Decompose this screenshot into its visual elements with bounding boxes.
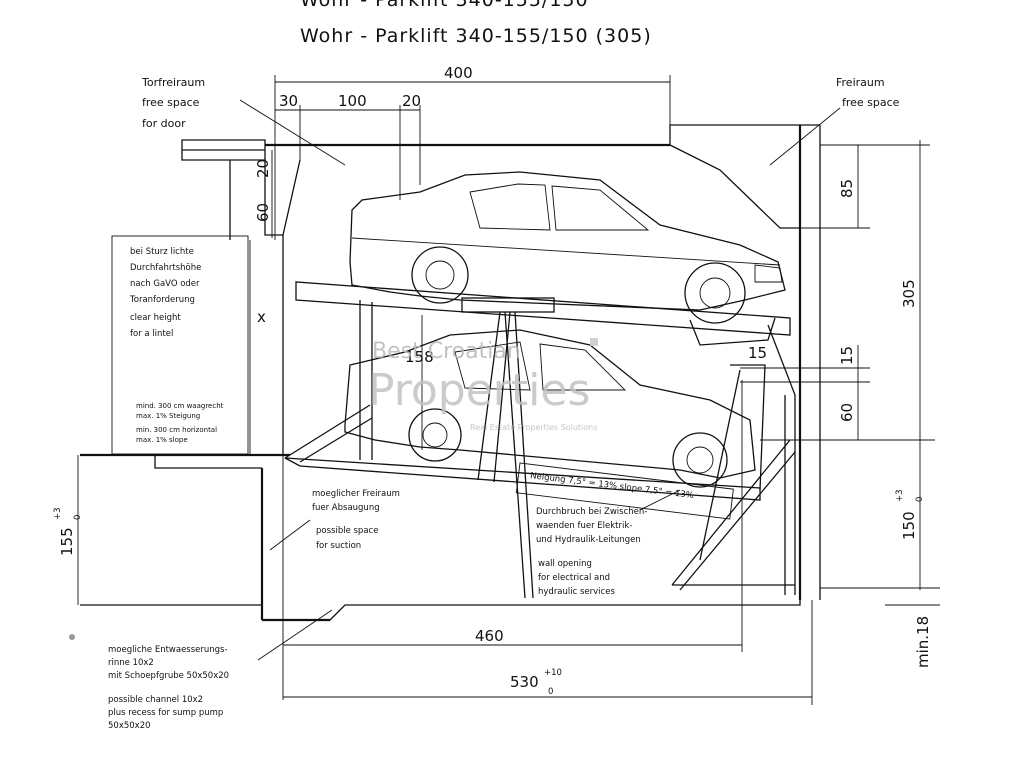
svg-text:wall opening: wall opening [538,559,592,569]
svg-text:Real Estate Properties Solutio: Real Estate Properties Solutions [470,423,597,432]
svg-text:Freiraum: Freiraum [836,76,885,89]
svg-text:moegliche Entwaesserungs-: moegliche Entwaesserungs- [108,645,228,655]
dim-60-side: 60 [254,203,272,222]
hydraulic-column [767,324,796,595]
svg-text:waenden fuer Elektrik-: waenden fuer Elektrik- [536,521,632,531]
label-free-space: Freiraum free space [769,76,900,166]
dim-x: x [257,308,266,326]
svg-text:free space: free space [842,96,900,109]
ramp-brace [284,404,373,463]
svg-text:Properties: Properties [368,365,590,416]
svg-text:Toranforderung: Toranforderung [129,295,195,305]
title-top-cut: Wohr - Parklift 340-155/150 [300,0,589,11]
svg-text:fuer Absaugung: fuer Absaugung [312,503,380,513]
label-suction: moeglicher Freiraum fuer Absaugung possi… [269,489,400,551]
svg-text:possible channel 10x2: possible channel 10x2 [108,695,203,705]
dim-15-small: 15 [748,344,767,362]
svg-text:max. 1% slope: max. 1% slope [136,436,188,444]
svg-text:nach GaVO oder: nach GaVO oder [130,279,200,289]
svg-text:rinne 10x2: rinne 10x2 [108,658,154,668]
dim-400: 400 [444,64,473,82]
svg-text:Neigung 7,5° = 13% slope 7,5: Neigung 7,5° = 13% slope 7,5° = 13% [530,471,695,501]
svg-text:clear height: clear height [130,313,181,323]
ground-step [154,455,262,469]
svg-text:for electrical and: for electrical and [538,573,610,583]
lower-platform [284,457,761,501]
dim-530-tol-up: +10 [544,668,562,678]
svg-text:Best Croatian: Best Croatian [372,339,521,364]
dim-530-tol-low: 0 [548,687,553,697]
upper-platform [295,281,791,336]
svg-text:und Hydraulik-Leitungen: und Hydraulik-Leitungen [536,535,641,545]
ceiling-beam [669,144,800,229]
dim-150: 150 [900,511,918,540]
dim-155-tol-up: +3 [53,507,63,520]
title-main: Wohr - Parklift 340-155/150 (305) [300,25,652,47]
ceiling-step [669,124,820,145]
label-door-space: Torfreiraum free space for door [141,76,346,166]
lower-car [344,329,756,488]
svg-text:mit Schoepfgrube 50x50x20: mit Schoepfgrube 50x50x20 [108,671,229,681]
dim-100: 100 [338,92,367,110]
svg-text:free space: free space [142,96,200,109]
dim-30: 30 [279,92,298,110]
svg-text:plus recess for sump pump: plus recess for sump pump [108,708,223,718]
svg-text:Durchbruch bei Zwischen-: Durchbruch bei Zwischen- [536,507,647,517]
pit-floor [329,600,801,621]
dim-15: 15 [838,346,856,365]
label-wall-opening: Durchbruch bei Zwischen- waenden fuer El… [536,489,681,597]
dim-530: 530 [510,673,539,691]
label-channel: moegliche Entwaesserungs- rinne 10x2 mit… [108,609,333,731]
svg-text:Durchfahrtshöhe: Durchfahrtshöhe [130,263,201,273]
upper-car [349,171,786,324]
svg-text:min. 300 cm horizontal: min. 300 cm horizontal [136,426,217,434]
dim-158: 158 [405,348,434,366]
dim-155-tol-low: 0 [73,515,83,520]
svg-text:possible space: possible space [316,526,378,536]
hydraulic-line [699,369,741,561]
dim-150-tol-low: 0 [915,497,925,502]
dim-460: 460 [475,627,504,645]
svg-text:mind. 300 cm waagrecht: mind. 300 cm waagrecht [136,402,224,410]
dim-20-top: 20 [402,92,421,110]
label-lintel: bei Sturz lichte Durchfahrtshöhe nach Ga… [111,235,249,455]
cross-beam [461,297,555,313]
door-lintel [264,159,301,236]
dim-150-tol-up: +3 [895,489,905,502]
dim-60-right: 60 [838,403,856,422]
watermark: Best Croatian Properties Real Estate Pro… [368,338,598,432]
cylinder [730,364,766,491]
post-left [359,300,373,460]
upper-arm [689,317,776,346]
svg-text:moeglicher Freiraum: moeglicher Freiraum [312,489,400,499]
svg-text:for door: for door [142,117,186,130]
diagonal-brace [671,439,796,591]
scan-smudge [69,634,75,640]
svg-text:for suction: for suction [316,541,361,551]
svg-text:max. 1% Steigung: max. 1% Steigung [136,412,200,420]
dim-85: 85 [838,179,856,198]
svg-text:hydraulic services: hydraulic services [538,587,615,597]
svg-text:50x50x20: 50x50x20 [108,721,151,731]
dim-min18: min.18 [914,616,932,668]
svg-text:bei Sturz lichte: bei Sturz lichte [130,247,194,257]
dim-305: 305 [900,279,918,308]
svg-text:for a lintel: for a lintel [130,329,173,339]
svg-text:Torfreiraum: Torfreiraum [141,76,205,89]
dim-155: 155 [58,527,76,556]
dim-20-side: 20 [254,159,272,178]
